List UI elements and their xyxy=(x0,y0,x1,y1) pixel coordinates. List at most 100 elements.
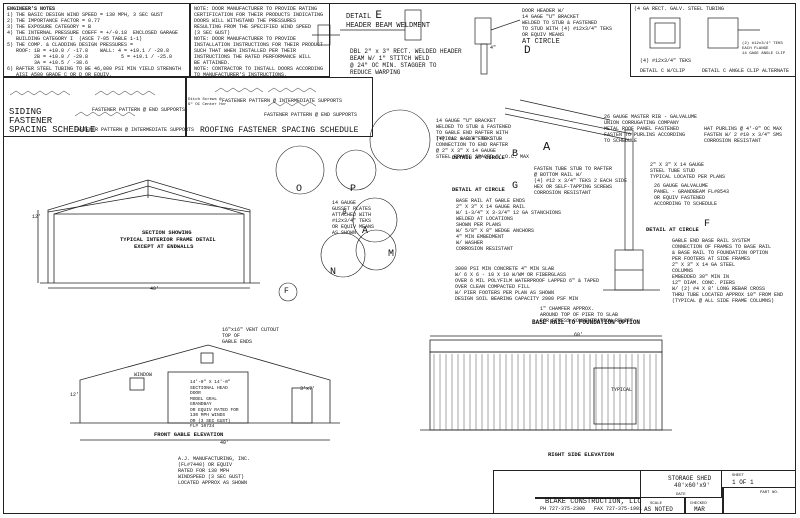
detail-a-label: DETAIL AT CIRCLE xyxy=(452,154,505,161)
siding-schedule-box xyxy=(3,77,186,137)
detail-d-dim: 4" xyxy=(490,45,497,51)
manufacturer-note-line: NOTE: DOOR MANUFACTURER TO PROVIDE xyxy=(194,36,297,42)
front-door-note: 14'-0" X 14'-0" SECTIONAL HEAD DOOR MODE… xyxy=(190,380,239,429)
manufacturer-note-line: SUCH THAT WHEN INSTALLED PER THEIR xyxy=(194,48,297,54)
detail-b-note: FASTEN TUBE STUB TO RAFTER @ BOTTOM RAIL… xyxy=(534,166,628,196)
detail-e-note: DBL 2" x 3" RECT. WELDED HEADER BEAM W/ … xyxy=(350,48,462,76)
title-block-scale-label: SCALE xyxy=(650,502,663,506)
title-block-sheet-value: 1 OF 1 xyxy=(732,479,754,486)
detail-b-letter: B xyxy=(512,149,519,160)
side-elevation-title: RIGHT SIDE ELEVATION xyxy=(548,451,615,458)
detail-b-tube: 2" X 3" X 14 GAUGE STEEL TUBE STUD TYPIC… xyxy=(650,162,726,180)
siding-col-end: FASTENER PATTERN @ END SUPPORTS xyxy=(92,107,186,113)
engineers-note-line: ROOF: 1B = +10.0 / -17.8 WALL: 4 = +19.1… xyxy=(7,48,170,54)
siding-title-2: FASTENER xyxy=(9,116,53,126)
detail-d-note: DOOR HEADER W/ 14 GAGE "U" BRACKET WELDE… xyxy=(522,8,613,38)
roofing-col-int: FASTENER PATTERN @ INTERMEDIATE SUPPORTS xyxy=(222,98,343,104)
front-elevation-title: FRONT GABLE ELEVATION xyxy=(154,431,224,438)
detail-g-note: BASE RAIL AT GABLE ENDS 2" X 3" X 14 GAU… xyxy=(456,198,562,252)
front-dim-width: 40' xyxy=(220,440,230,446)
roofing-title: ROOFING FASTENER SPACING SCHEDULE xyxy=(200,126,359,135)
detail-a-drawing xyxy=(504,99,660,291)
engineers-notes-box xyxy=(3,3,190,77)
siding-col-int: FASTENER PATTERN @ INTERMEDIATE SUPPORTS xyxy=(74,127,195,133)
title-block-sheet-label: SHEET xyxy=(732,474,745,478)
front-elevation-drawing xyxy=(70,344,340,441)
manufacturer-note-line: NOTE: DOOR MANUFACTURER TO PROVIDE RATIN… xyxy=(194,6,318,12)
section-height: 12' xyxy=(32,214,42,220)
detail-d-letter: D xyxy=(524,45,531,57)
front-vent-note: 16"x16" VENT CUTOUT TOP OF GABLE ENDS xyxy=(222,327,280,345)
section-frame xyxy=(37,179,260,289)
roofing-schedule-box xyxy=(186,77,373,137)
engineers-note-line: 6) RAFTER STEEL TUBING TO BE 46,000 PSI … xyxy=(7,66,182,72)
title-block-date-label: DATE xyxy=(676,493,686,497)
circle-label-f: F xyxy=(284,287,289,296)
title-block-checked-label: CHECKED xyxy=(690,502,707,506)
manufacturer-note-line: DOORS WILL WITHSTAND THE PRESSURES xyxy=(194,18,297,24)
detail-e-title: DETAIL E xyxy=(346,10,383,22)
detail-f-label: DETAIL AT CIRCLE xyxy=(646,226,699,233)
title-block-scale-value: AS NOTED xyxy=(644,506,673,513)
circle-label-n: N xyxy=(330,267,337,278)
siding-patterns xyxy=(9,87,317,117)
engineers-note-line: 4) THE INTERNAL PRESSURE COEFF = +/-0.18… xyxy=(7,30,179,36)
roofing-pitch: Ditch Screws @ 9" OC Center Hvr xyxy=(188,98,227,107)
circle-label-o: O xyxy=(296,184,303,195)
manufacturer-note-line: TO MANUFACTURER'S INSTRUCTIONS. xyxy=(194,72,288,78)
detail-f-letter: F xyxy=(704,219,711,230)
manufacturer-note-box xyxy=(190,3,330,77)
detail-e-subtitle: HEADER BEAM WELDMENT xyxy=(346,22,431,30)
title-block-part-label: PART NO. xyxy=(760,491,780,495)
engineers-note-line: 1) THE BASIC DESIGN WIND SPEED = 130 MPH… xyxy=(7,12,164,18)
engineers-note-line: BUILDING CATEGORY I (ASCE 7-05 TABLE 1-1… xyxy=(7,36,143,42)
manufacturer-note-line: INSTRUCTIONS THE RATED PERFORMANCE WILL xyxy=(194,54,312,60)
engineers-note-line: 2) THE IMPORTANCE FACTOR = 0.77 xyxy=(7,18,101,24)
engineers-note-line: AISI A500 GRADE C OR D OR EQUIV. xyxy=(7,72,113,78)
side-typical: TYPICAL xyxy=(611,387,633,393)
front-elevation-mfr: A.J. MANUFACTURING, INC. (FL#7440) OR EQ… xyxy=(178,456,251,486)
title-block-bottom-row xyxy=(640,498,796,514)
side-dim: 60' xyxy=(574,332,584,338)
manufacturer-note-line: RESULTING FROM THE SPECIFIED WIND SPEED xyxy=(194,24,312,30)
title-block-sheet-cell xyxy=(722,470,796,488)
title-block-name: STORAGE SHED xyxy=(668,475,712,482)
title-block-divider-1 xyxy=(684,498,686,514)
detail-g-label: DETAIL AT CIRCLE xyxy=(452,186,505,193)
circle-label-a: A xyxy=(362,226,369,237)
manufacturer-note-line: (3 SEC GUST) xyxy=(194,30,231,36)
detail-circles xyxy=(275,109,431,302)
detail-a-note-2: HAT PURLINS @ 4'-0" OC MAX FASTEN W/ 2 #… xyxy=(704,126,783,144)
engineers-note-line: 3) THE EXPOSURE CATEGORY = B xyxy=(7,24,92,30)
manufacturer-note-line: BE ATTAINED. xyxy=(194,60,231,66)
detail-e-drawing xyxy=(312,9,422,46)
detail-f-chamfer: 1" CHAMFER APPROX. AROUND TOP OF PIER TO… xyxy=(540,306,634,324)
detail-a-note-3: 14 GAUGE "U" BRACKET WELDED TO STUB & FA… xyxy=(436,118,512,142)
engineers-note-line: 2B = +10.0 / -29.8 5 = +19.1 / -25.0 xyxy=(7,54,173,60)
detail-d-label: AT CIRCLE xyxy=(522,38,560,46)
manufacturer-note-line: NOTE: CONTRACTOR TO INSTALL DOORS ACCORD… xyxy=(194,66,324,72)
title-block-name-cell xyxy=(640,470,722,498)
circle-label-b: B xyxy=(343,209,347,216)
front-dim-window: WINDOW xyxy=(134,372,153,378)
section-line-2: TYPICAL INTERIOR FRAME DETAIL xyxy=(120,236,216,243)
manufacturer-note-line: CERTIFICATION FOR THEIR PRODUCTS INDICAT… xyxy=(194,12,324,18)
front-dim-door: 3'x7' xyxy=(300,386,316,392)
side-elevation-ribs xyxy=(433,354,657,430)
title-block-divider-2 xyxy=(722,488,724,514)
detail-f-slab: 3000 PSI MIN CONCRETE 4" MIN SLAB W/ 6 X… xyxy=(455,266,600,302)
title-block xyxy=(493,470,796,514)
title-block-checked-value: MAR xyxy=(694,506,705,513)
detail-c-side: DETAIL C W/CLIP xyxy=(640,68,686,74)
gusset-note: 14 GAUGE GUSSET PLATES ATTACHED WITH #12… xyxy=(332,200,375,236)
title-block-divider-3 xyxy=(535,497,640,499)
side-elevation-drawing xyxy=(420,335,672,431)
detail-c-box xyxy=(630,3,796,77)
siding-title-1: SIDING xyxy=(9,107,42,117)
detail-b-panel: 26 GAUGE GALVALUME PANEL - GRANDBEAM FL#… xyxy=(654,183,730,207)
detail-f-note: GABLE END BASE RAIL SYSTEM CONNECTION OF… xyxy=(672,238,784,304)
manufacturer-note-line: INSTALLATION INSTRUCTIONS FOR THEIR PROD… xyxy=(194,42,324,48)
title-block-phone: PH 727-375-2300 FAX 727-375-1991 xyxy=(540,506,643,512)
section-title: SECTION SHOWING xyxy=(142,229,192,236)
